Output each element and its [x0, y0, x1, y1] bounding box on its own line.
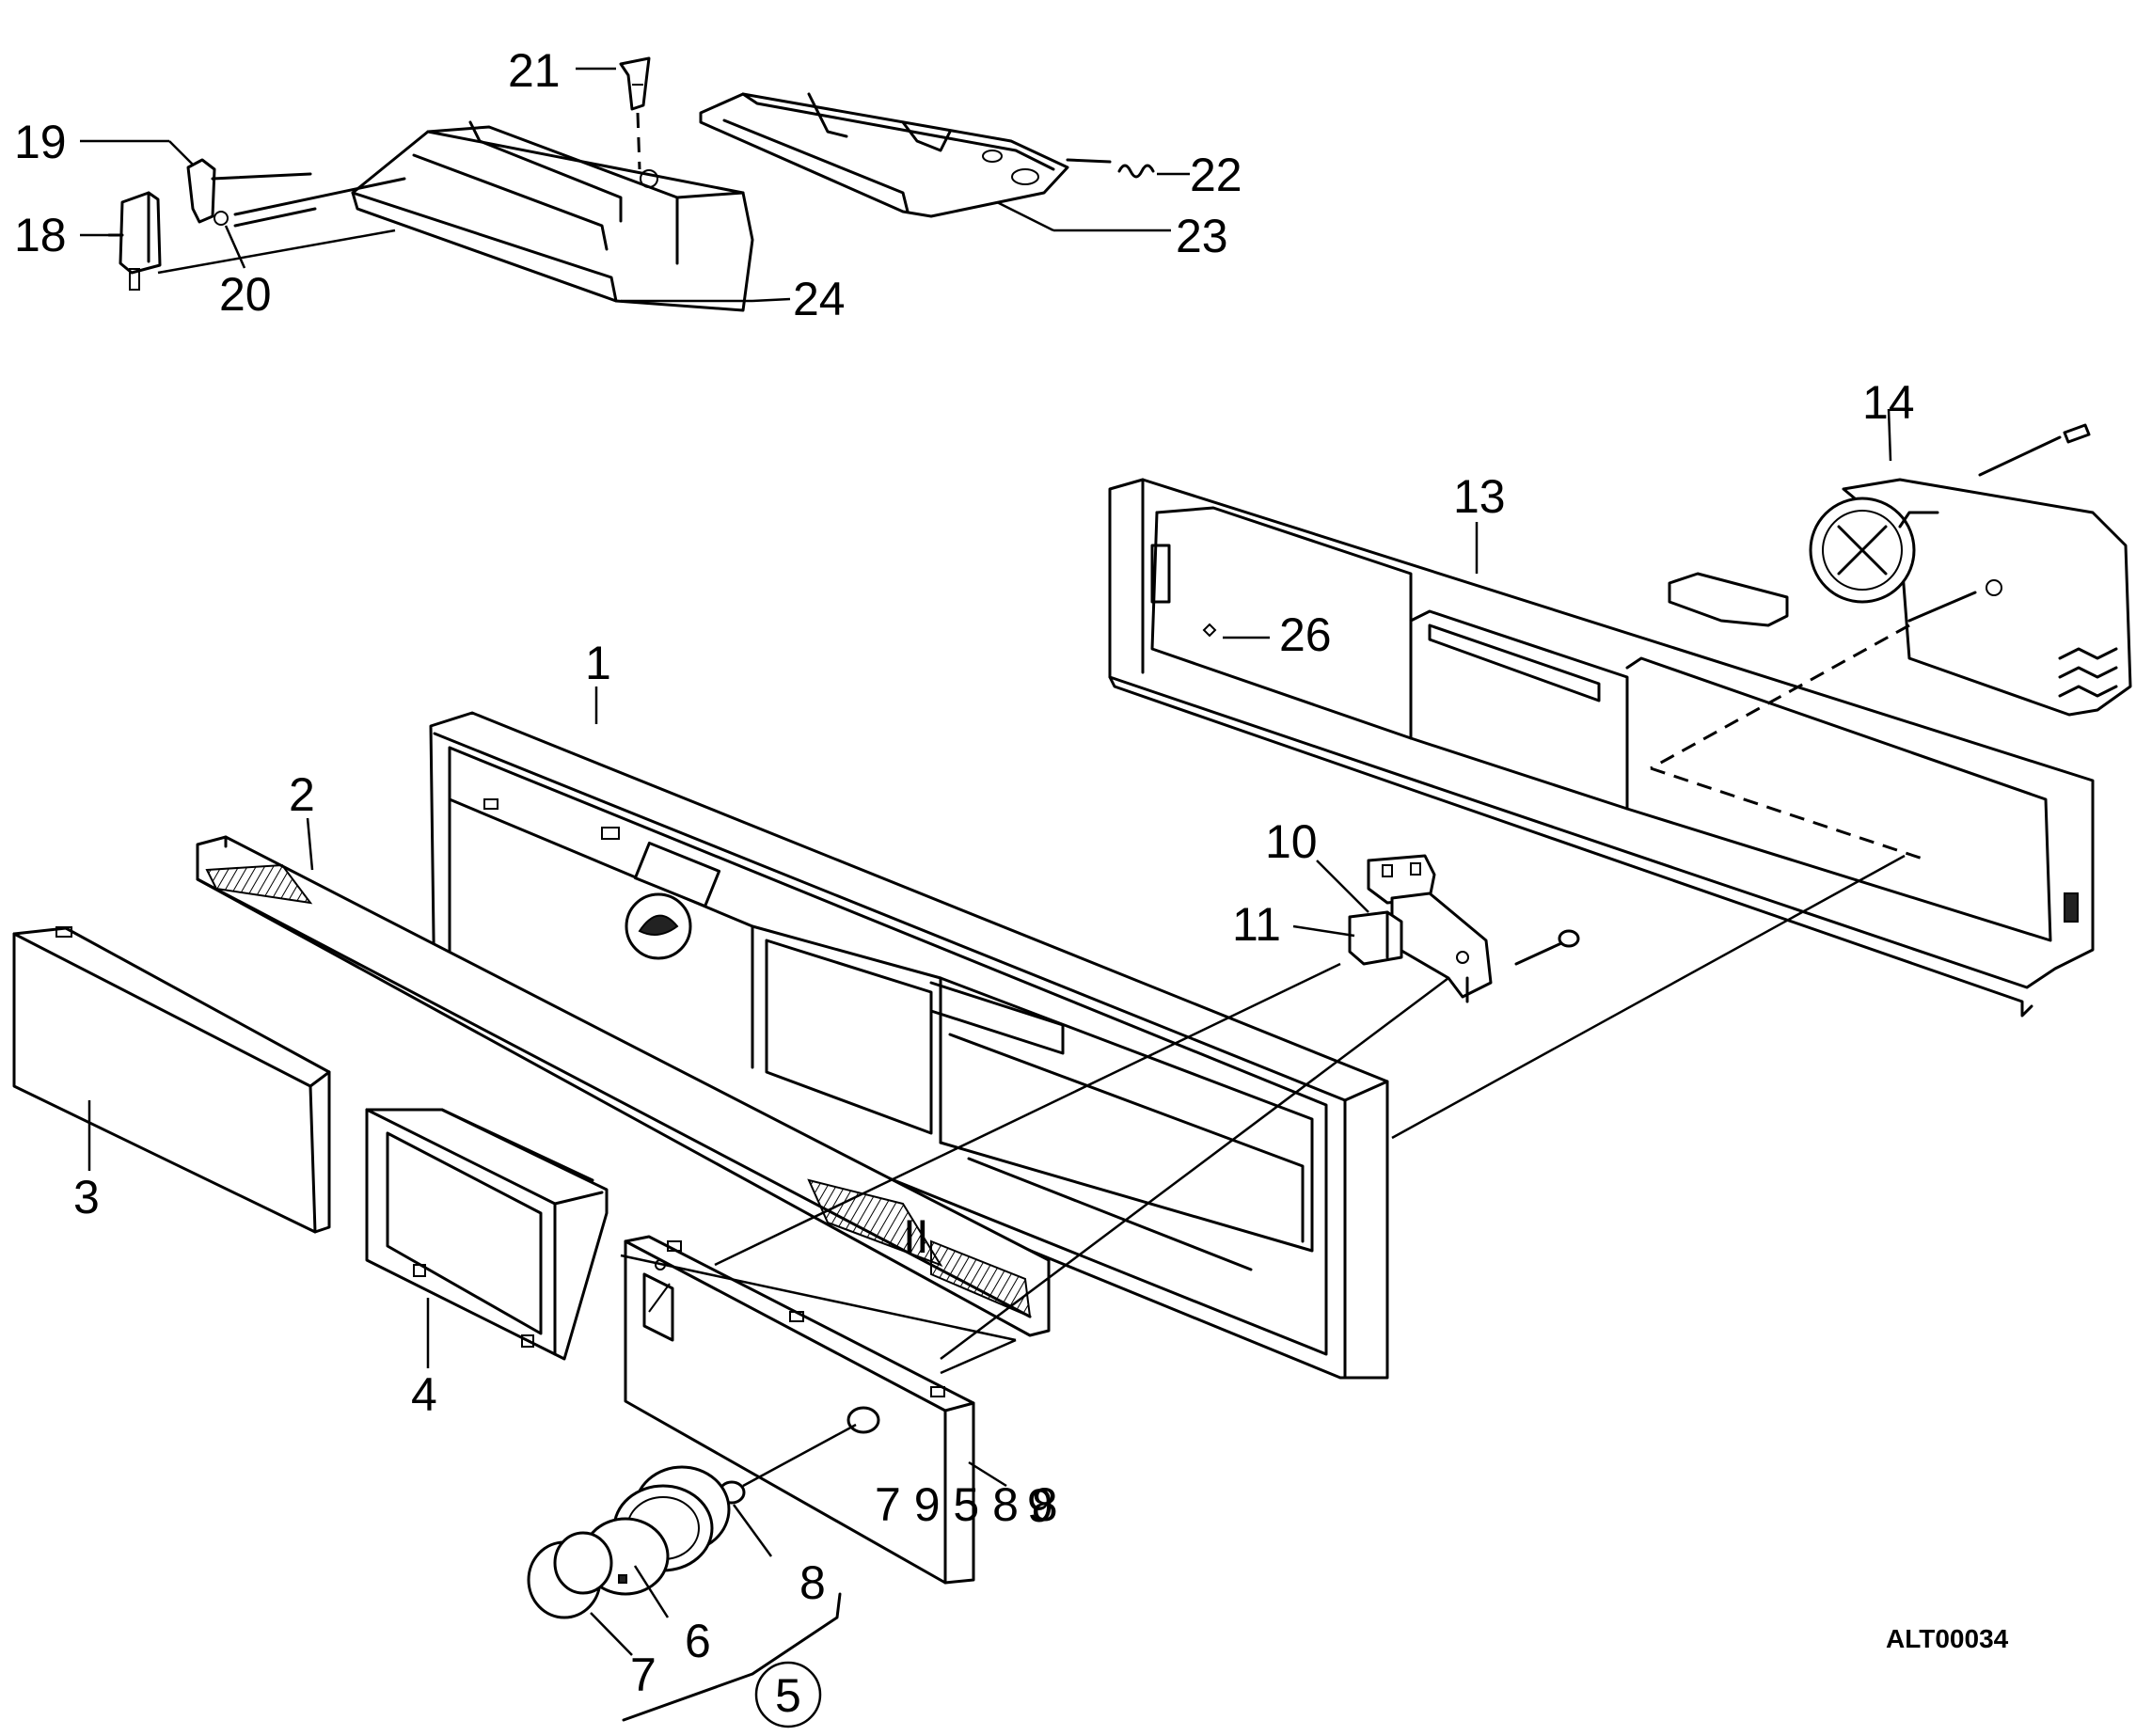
callout-8: 8: [799, 1556, 826, 1609]
assembly-lines: [620, 854, 1906, 1488]
drawing-code: ALT00034: [1886, 1624, 2009, 1653]
part-1-control-panel: [429, 711, 1389, 1380]
callout-9: 9: [1027, 1479, 1053, 1532]
callout-18: 18: [14, 209, 67, 261]
part-2-display-strip: II: [196, 835, 1051, 1337]
part-13-rear-panel: [1108, 478, 2095, 1018]
callout-24: 24: [793, 273, 846, 325]
part-5-knob-assembly: [527, 1465, 842, 1722]
callout-5: 5: [775, 1669, 801, 1722]
callout-4: 4: [411, 1368, 437, 1421]
callout-26: 26: [1279, 608, 1332, 661]
part-3-cover-plate: [12, 926, 331, 1234]
callout-23: 23: [1176, 210, 1228, 262]
part-19-lever: [186, 158, 312, 224]
callout-20: 20: [219, 268, 272, 321]
callout-13: 13: [1453, 470, 1506, 523]
svg-text:7 9 5 8 8: 7 9 5 8 8: [875, 1478, 1058, 1531]
callout-19: 19: [14, 116, 67, 168]
switch-screw: [1514, 929, 1580, 966]
callout-3: 3: [73, 1171, 100, 1223]
callout-7: 7: [630, 1649, 657, 1701]
callout-14: 14: [1862, 376, 1915, 429]
callout-5-circle: [754, 1661, 822, 1728]
part-9-front-plate: 7 9 5 8 8: [624, 1235, 1058, 1585]
part-14-timer: [1650, 423, 2132, 770]
part-7-knob: [527, 1531, 627, 1619]
part-23-latch-plate: [699, 92, 1112, 218]
callout-1: 1: [585, 637, 611, 689]
callout-leaders: [80, 67, 1892, 1656]
part-24-latch-housing: [233, 120, 754, 312]
part-21-screw: [619, 56, 651, 170]
svg-text:II: II: [903, 1210, 929, 1263]
part-22-spring: [1117, 164, 1155, 179]
part-11-switch-actuator: [1348, 910, 1403, 966]
callout-10: 10: [1265, 815, 1318, 868]
part-20-washer: [214, 211, 229, 226]
door-latch-assembly: [107, 56, 1155, 312]
callout-11: 11: [1232, 898, 1281, 951]
callout-21: 21: [508, 44, 561, 97]
callout-labels: 1 2 3 4 5 6 7 8 9 10 11 13 14 18 19 20 2…: [14, 44, 1915, 1728]
callout-22: 22: [1190, 149, 1242, 201]
callout-6: 6: [685, 1615, 711, 1667]
part-4-handle: [365, 1108, 609, 1361]
callout-2: 2: [289, 768, 315, 821]
part-18-switch: [107, 191, 396, 291]
